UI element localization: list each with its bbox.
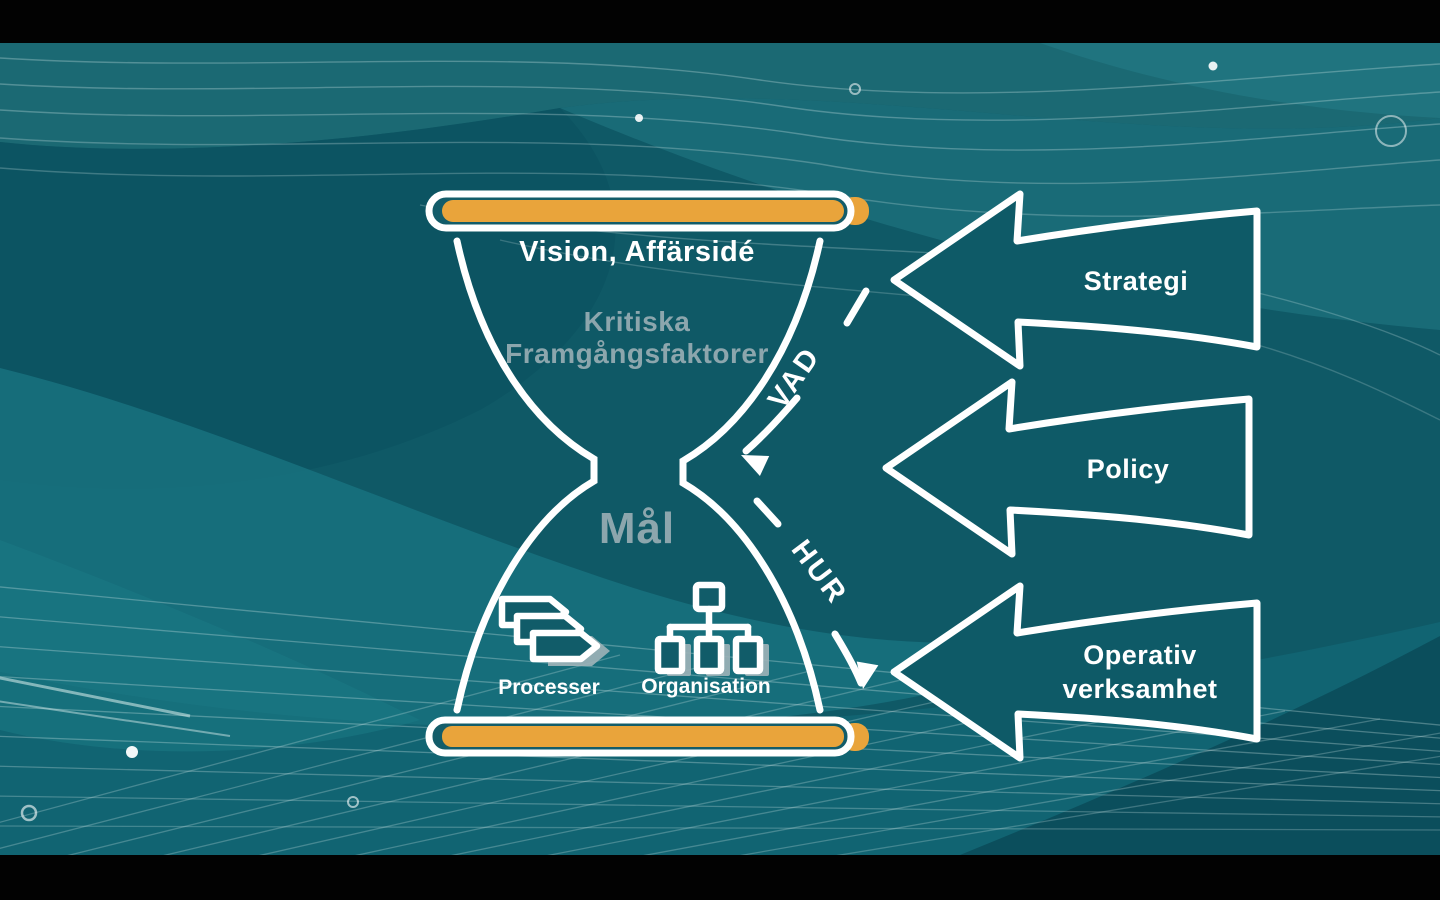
operative-label-line2: verksamhet	[1062, 674, 1217, 704]
organisation-label: Organisation	[641, 675, 771, 698]
ring-icon	[347, 796, 359, 808]
org-chart-icon	[654, 581, 769, 676]
dot-icon	[126, 746, 138, 758]
letterbox-top	[0, 0, 1440, 43]
critical-factors-line1: Kritiska	[584, 306, 691, 337]
ring-icon	[849, 83, 861, 95]
vision-label: Vision, Affärsidé	[519, 236, 755, 268]
critical-factors-line2: Framgångsfaktorer	[505, 338, 769, 369]
process-label: Processer	[498, 676, 600, 699]
process-tags-icon	[498, 595, 610, 666]
ring-icon	[1375, 115, 1407, 147]
goal-label: Mål	[599, 504, 675, 553]
hourglass-top-bar	[425, 190, 869, 232]
operative-arrow	[890, 582, 1261, 762]
hourglass-bottom-bar	[425, 716, 869, 757]
operative-label-line1: Operativ	[1083, 640, 1197, 670]
dot-icon	[1208, 61, 1218, 71]
strategy-arrow	[890, 190, 1261, 370]
strategy-label: Strategi	[1084, 266, 1189, 296]
hourglass-outline	[453, 237, 824, 714]
policy-label: Policy	[1087, 454, 1170, 484]
ring-icon	[20, 804, 38, 822]
policy-arrow	[882, 378, 1253, 558]
letterbox-bottom	[0, 855, 1440, 900]
decor-dots	[20, 61, 1407, 822]
dot-icon	[635, 114, 643, 122]
